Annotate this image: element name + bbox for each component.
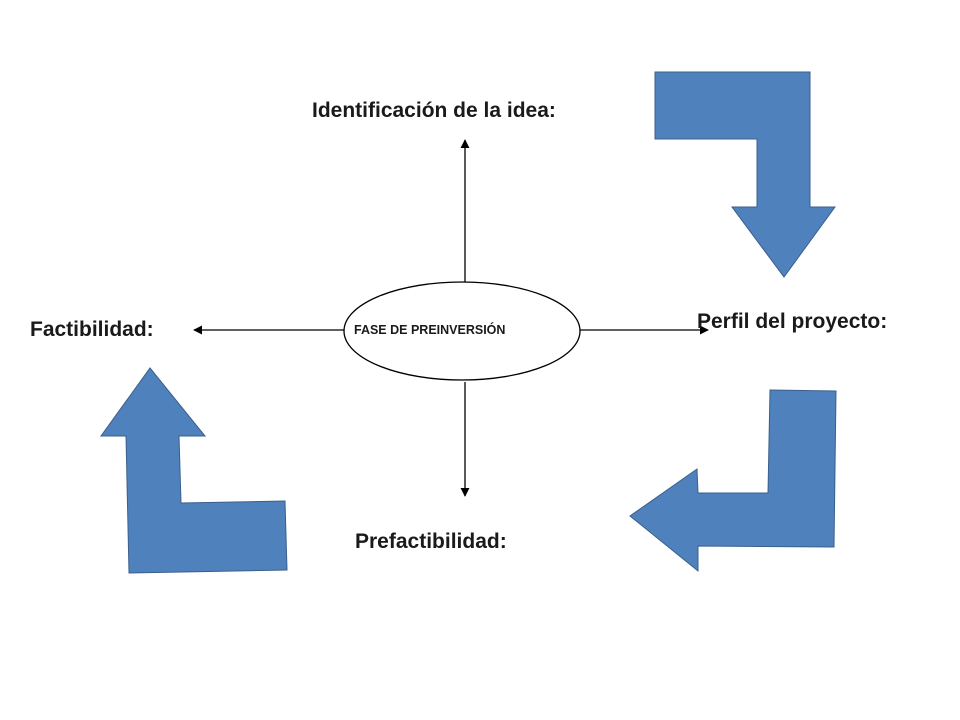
center-label: FASE DE PREINVERSIÓN xyxy=(354,323,506,337)
bent-arrow-left-icon xyxy=(629,389,837,573)
node-label-bottom: Prefactibilidad: xyxy=(355,530,507,553)
bent-arrow-up-icon xyxy=(100,367,288,574)
node-label-right: Perfil del proyecto: xyxy=(697,310,888,333)
node-label-top: Identificación de la idea: xyxy=(312,99,556,122)
node-label-left: Factibilidad: xyxy=(30,318,154,341)
bent-arrow-down-icon xyxy=(654,71,836,278)
center-ellipse xyxy=(343,281,581,381)
